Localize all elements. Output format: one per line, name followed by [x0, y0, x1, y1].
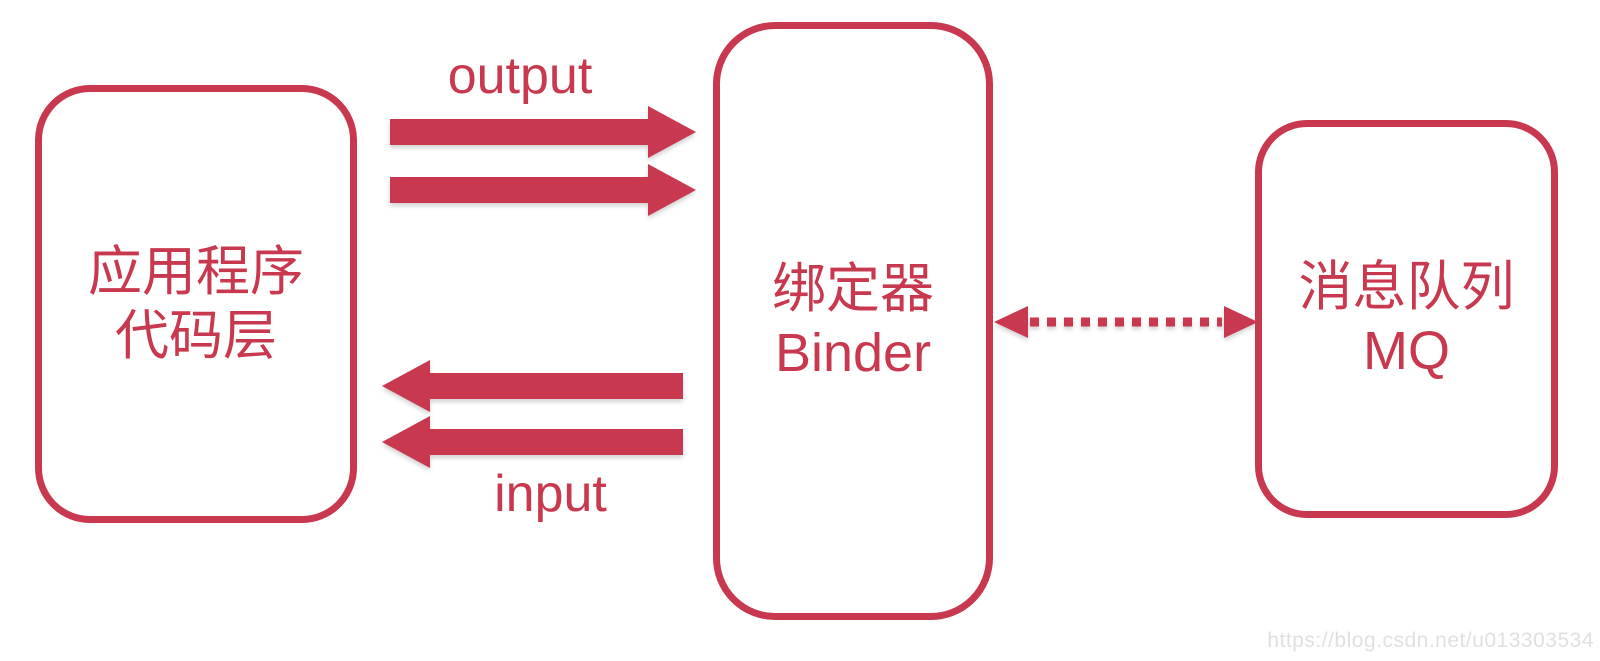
- node-app-code-layer-line1: 应用程序: [88, 242, 304, 302]
- node-binder-text: 绑定器 Binder: [772, 257, 934, 385]
- node-mq-text: 消息队列 MQ: [1299, 255, 1515, 383]
- watermark-url: https://blog.csdn.net/u013303534: [1267, 629, 1594, 652]
- node-binder-line2: Binder: [774, 323, 932, 383]
- input-arrow-2-icon: [382, 416, 683, 468]
- binder-mq-arrowhead-right-icon: [1224, 306, 1258, 338]
- input-edge-label: input: [494, 465, 607, 523]
- input-arrow-1-icon: [382, 360, 683, 412]
- binder-mq-arrowhead-left-icon: [994, 306, 1028, 338]
- node-mq-line2: MQ: [1363, 321, 1450, 381]
- node-mq: 消息队列 MQ: [1255, 120, 1558, 518]
- node-app-code-layer-line2: 代码层: [115, 306, 277, 366]
- node-binder: 绑定器 Binder: [713, 22, 993, 620]
- output-edge-label: output: [447, 47, 593, 105]
- output-arrow-1-icon: [390, 106, 696, 158]
- node-mq-line1: 消息队列: [1298, 257, 1515, 317]
- node-app-code-layer-text: 应用程序 代码层: [88, 240, 304, 368]
- node-binder-line1: 绑定器: [772, 259, 934, 319]
- node-app-code-layer: 应用程序 代码层: [35, 85, 357, 523]
- output-arrow-2-icon: [390, 164, 696, 216]
